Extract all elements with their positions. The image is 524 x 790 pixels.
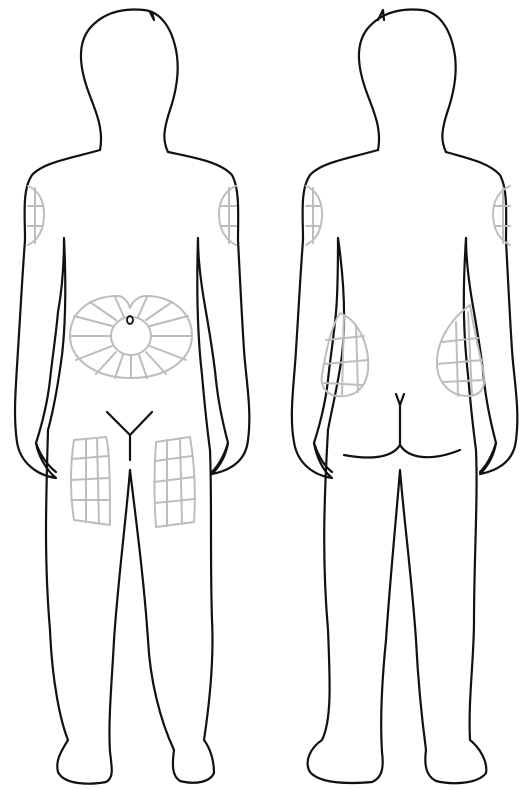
back-right-buttock-zone — [437, 305, 484, 396]
front-head-outline — [81, 10, 178, 152]
front-hair-tuft — [150, 12, 154, 20]
back-right-upper-arm-zone — [493, 186, 510, 245]
front-groin-line — [107, 412, 152, 460]
back-view-figure — [292, 10, 518, 784]
back-head-outline — [359, 10, 456, 152]
front-right-upper-arm-zone — [219, 186, 236, 245]
back-hair-tuft — [378, 10, 384, 20]
back-buttocks-line — [344, 445, 460, 458]
front-right-hand-detail — [212, 443, 228, 472]
front-left-thigh-zone — [71, 437, 110, 525]
back-cleft-line — [396, 394, 404, 445]
front-right-thigh-zone — [154, 437, 195, 527]
front-left-upper-arm-zone — [28, 186, 44, 245]
back-left-upper-arm-zone — [306, 186, 322, 245]
front-abdomen-zone — [70, 296, 192, 378]
front-view-figure — [15, 10, 249, 784]
back-right-hand-detail — [480, 443, 496, 472]
